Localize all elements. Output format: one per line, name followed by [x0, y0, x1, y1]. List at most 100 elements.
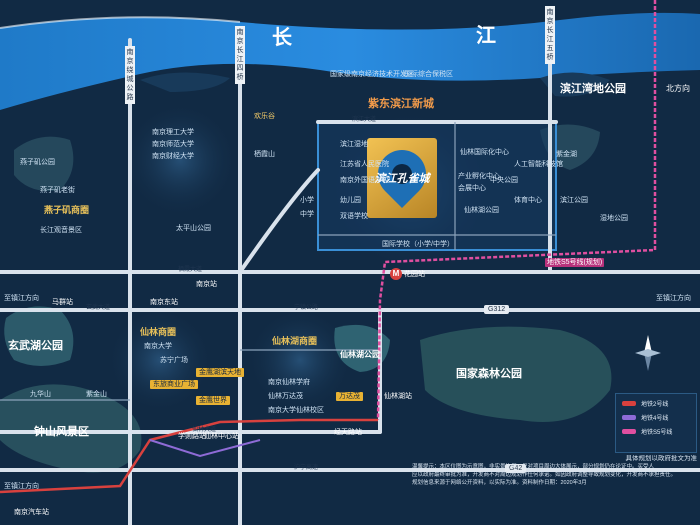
xiangzhou-label: 燕子矶公园 — [20, 159, 55, 166]
compass-icon — [635, 335, 661, 371]
legend-item-metro-s5: 地铁S5号线 — [622, 427, 690, 436]
north-label: 北方向 — [666, 84, 690, 93]
road-v1: 南京绕城公路 — [125, 46, 135, 104]
metro-icon-huayuan: M — [390, 268, 402, 280]
poi-19: 国际学校（小学/中学） — [382, 241, 454, 248]
legend-item-metro-4: 地铁4号线 — [622, 413, 690, 422]
binjiang-bay-title: 滨江湾地公园 — [560, 83, 626, 95]
station-nanjing-car: 南京汽车站 — [14, 509, 49, 516]
note-line-4: 规划信息来源于网络公开资料，以实际为准。资料制作日期：2020年3月 — [412, 480, 587, 486]
road-v3: 南京长江五桥 — [545, 6, 555, 64]
xianlin-lake-park-title: 仙林湖公园 — [340, 350, 380, 359]
poi-22: 九华山 — [30, 391, 51, 398]
road-huning: 沪宁高速 — [294, 465, 319, 471]
legend-label: 地铁4号线 — [641, 416, 669, 422]
project-name: 滨江孔雀城 — [374, 173, 430, 185]
poi-7: 仙林国际化中心 — [460, 149, 509, 156]
legend-swatch — [622, 401, 636, 406]
road-g312: G312 — [484, 305, 510, 314]
zhongshan-shape — [0, 384, 142, 473]
poi-1: 国家级南京经济技术开发区 — [330, 71, 414, 78]
poi-26: 幼儿园 — [340, 197, 361, 204]
xuanwu-lake-shape — [4, 306, 74, 366]
station-xianlin-lake: 仙林湖站 — [384, 393, 412, 400]
poi-4: 南京师范大学 — [152, 141, 194, 148]
poi-25: 长江观音景区 — [40, 227, 82, 234]
station-nanjing: 南京站 — [196, 281, 217, 288]
legend-label: 地铁2号线 — [641, 402, 669, 408]
yanziji-title: 燕子矶商圈 — [44, 205, 90, 215]
poi-11: 滨江湿地 — [340, 141, 368, 148]
poi-21: 苏宁广场 — [160, 357, 188, 364]
poi-20: 金鹰世界 — [196, 396, 230, 405]
s5-line-label: 地铁S5号线(规划) — [545, 258, 605, 267]
poi-35: 小学 — [300, 197, 314, 204]
poi-8: 人工智能科技馆 — [514, 161, 563, 168]
poi-14: 金鹰湖滨天地 — [196, 368, 244, 377]
legend: 地铁2号线 地铁4号线 地铁S5号线 — [615, 393, 697, 453]
zidong-title: 紫东滨江新城 — [368, 98, 434, 110]
poi-12: 中央公园 — [490, 177, 518, 184]
note-line-2: 温馨提示：本区位图为示意图，非实景比例，仅对项目周边大体展示，部分规划仍在论证中… — [412, 464, 655, 470]
road-v2: 南京长江四桥 — [235, 26, 245, 84]
poi-15: 东旅商业广场 — [150, 380, 198, 389]
station-xueze: 学则路站 — [178, 433, 206, 440]
to-direction-bottom: 至镇江方向 — [4, 483, 39, 490]
legend-label: 地铁S5号线 — [641, 430, 673, 436]
poi-30: 湿地公园 — [600, 215, 628, 222]
road-g42: G42 — [505, 464, 527, 473]
poi-16: 欢乐谷 — [254, 113, 275, 120]
poi-5: 南京财经大学 — [152, 153, 194, 160]
station-nanjing-east: 南京东站 — [150, 299, 178, 306]
poi-13: 万达茂 — [336, 392, 363, 401]
poi-9: 产业孵化中心 — [458, 173, 500, 180]
legend-swatch — [622, 429, 636, 434]
xianlin-lake-title: 仙林湖商圈 — [272, 336, 318, 346]
road-xianlin: 仙林大道 — [192, 427, 217, 433]
to-direction-right: 至镇江方向 — [656, 295, 691, 302]
note-line-3: 应以政府最终审批为准，开发商不对周边规划作任何承诺。如因政府调整导致规划变化，开… — [412, 472, 677, 478]
baiqiao-label: 栖霞山 — [254, 151, 275, 158]
poi-18: 南京外国语学校 — [340, 177, 389, 184]
yangtze-river — [0, 12, 700, 111]
road-xuanwu: 玄武大道 — [86, 305, 111, 311]
disclaimer-note: 具体规划以政府批文为准 温馨提示：本区位图为示意图，非实景比例，仅对项目周边大体… — [412, 455, 697, 487]
zhijin-label: 紫金湖 — [556, 151, 577, 158]
metro-4 — [149, 439, 261, 458]
xuanwu-title: 玄武湖公园 — [8, 340, 63, 352]
poi-17: 江苏省人民医院 — [340, 161, 389, 168]
station-jingtian: 经天路站 — [334, 429, 362, 436]
poi-31: 南京仙林学府 — [268, 379, 310, 386]
poi-2: 国际综合保税区 — [404, 71, 453, 78]
zhongshan-title: 钟山风景区 — [34, 426, 89, 438]
xianlin-shangquan-title: 仙林商圈 — [140, 327, 177, 337]
legend-swatch — [622, 415, 636, 420]
poi-3: 南京理工大学 — [152, 129, 194, 136]
road-qixia: 栖霞大道 — [178, 267, 203, 273]
pin-center — [392, 164, 412, 184]
station-huayuan: 花园站 — [404, 271, 425, 278]
road-binjiang: 滨江大道 — [352, 117, 377, 123]
poi-36: 中学 — [300, 211, 314, 218]
poi-28: 滨江公园 — [560, 197, 588, 204]
poi-10: 会展中心 — [458, 185, 486, 192]
poi-34: 仙林湖公园 — [464, 207, 499, 214]
poi-27: 双语学校 — [340, 213, 368, 220]
station-maqun: 马群站 — [52, 299, 73, 306]
forest-title: 国家森林公园 — [456, 368, 522, 380]
poi-23: 紫金山 — [86, 391, 107, 398]
poi-33: 南京大学仙林校区 — [268, 407, 324, 414]
poi-24: 燕子矶老街 — [40, 187, 75, 194]
taishan-label: 太平山公园 — [176, 225, 211, 232]
poi-29: 体育中心 — [514, 197, 542, 204]
metro-2 — [0, 418, 378, 494]
poi-32: 仙林万达茂 — [268, 393, 303, 400]
to-direction-left: 至镇江方向 — [4, 295, 39, 302]
road-ningzhen: 宁镇公路 — [294, 305, 319, 311]
legend-item-metro-2: 地铁2号线 — [622, 399, 690, 408]
forest-shape — [420, 326, 612, 422]
river-label-2: 江 — [476, 25, 496, 47]
station-xianlinzhongxin: 仙林中心站 — [204, 433, 239, 440]
river-label-1: 长 — [272, 27, 292, 49]
